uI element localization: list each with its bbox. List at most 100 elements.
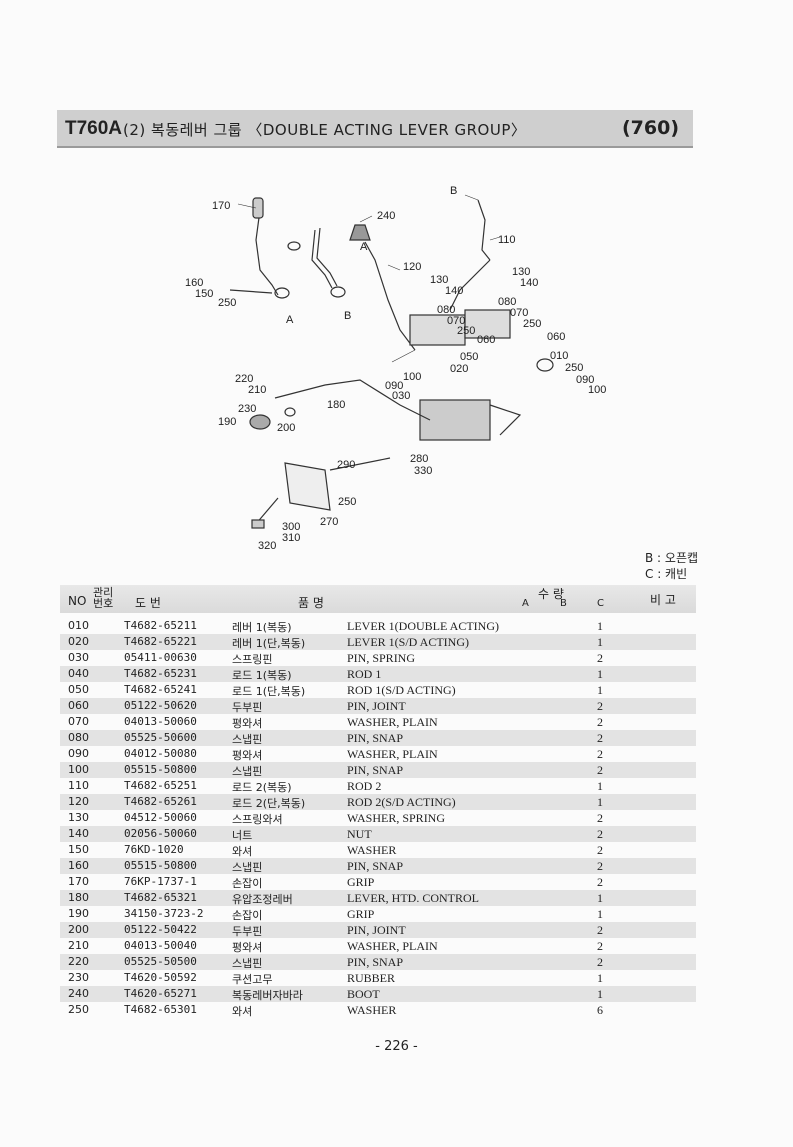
part-name-korean: 평와셔 (232, 749, 263, 762)
part-name-english: PIN, JOINT (347, 699, 406, 713)
part-code: T4682-65321 (124, 891, 197, 904)
quantity-c: 1 (597, 619, 603, 633)
part-name-korean: 와셔 (232, 845, 253, 858)
part-number-index: 150 (68, 843, 89, 856)
part-number-index: 060 (68, 699, 89, 712)
legend-c: C : 캐빈 (645, 567, 688, 581)
quantity-c: 1 (597, 635, 603, 649)
svg-text:080: 080 (437, 304, 455, 316)
part-name-korean: 평와셔 (232, 941, 263, 954)
part-name-korean: 손잡이 (232, 909, 263, 922)
grip-170 (252, 197, 264, 219)
header-no: NO (68, 594, 87, 608)
part-name-english: WASHER, PLAIN (347, 715, 438, 729)
part-name-korean: 레버 1(단,복동) (232, 637, 306, 650)
svg-text:250: 250 (457, 325, 475, 337)
part-name-korean: 평와셔 (232, 717, 263, 730)
part-name-english: GRIP (347, 907, 375, 921)
svg-text:160: 160 (185, 277, 203, 289)
quantity-c: 2 (597, 955, 603, 969)
quantity-c: 1 (597, 971, 603, 985)
svg-text:A: A (286, 314, 294, 326)
svg-text:070: 070 (510, 307, 528, 319)
quantity-c: 2 (597, 811, 603, 825)
part-number-index: 200 (68, 923, 89, 936)
part-number-index: 010 (68, 619, 89, 632)
part-code: 05122-50422 (124, 923, 197, 936)
part-name-english: NUT (347, 827, 372, 841)
svg-text:310: 310 (282, 532, 300, 544)
part-name-korean: 두부핀 (232, 925, 263, 938)
section-header: T760A (2) 복동레버 그룹 〈DOUBLE ACTING LEVER G… (57, 110, 693, 148)
svg-text:130: 130 (430, 274, 448, 286)
svg-text:140: 140 (445, 285, 463, 297)
part-code: 34150-3723-2 (124, 907, 204, 920)
part-code: 76KP-1737-1 (124, 875, 197, 888)
part-code: 05515-50800 (124, 763, 197, 776)
quantity-c: 2 (597, 843, 603, 857)
part-code: 04013-50040 (124, 939, 197, 952)
svg-text:250: 250 (565, 362, 583, 374)
part-name-korean: 스냅핀 (232, 861, 263, 874)
part-name-english: LEVER, HTD. CONTROL (347, 891, 479, 905)
part-name-english: GRIP (347, 875, 375, 889)
svg-text:060: 060 (547, 331, 565, 343)
part-name-english: WASHER (347, 843, 397, 857)
svg-text:070: 070 (447, 315, 465, 327)
lever-180 (274, 379, 431, 421)
quantity-c: 1 (597, 667, 603, 681)
quantity-c: 2 (597, 651, 603, 665)
part-name-korean: 로드 2(복동) (232, 781, 292, 794)
part-code: T4682-65231 (124, 667, 197, 680)
svg-text:100: 100 (588, 384, 606, 396)
quantity-c: 2 (597, 699, 603, 713)
quantity-c: 1 (597, 891, 603, 905)
part-number-index: 030 (68, 651, 89, 664)
quantity-c: 2 (597, 747, 603, 761)
part-name-korean: 두부핀 (232, 701, 263, 714)
block-1 (409, 314, 466, 346)
part-name-english: WASHER, PLAIN (347, 747, 438, 761)
quantity-c: 1 (597, 683, 603, 697)
part-code: 05525-50500 (124, 955, 197, 968)
part-number-index: 190 (68, 907, 89, 920)
part-number-index: 090 (68, 747, 89, 760)
quantity-c: 6 (597, 1003, 603, 1017)
part-number-index: 110 (68, 779, 89, 792)
model-code: T760A (65, 118, 123, 139)
part-name-english: PIN, SNAP (347, 859, 404, 873)
quantity-c: 2 (597, 923, 603, 937)
part-code: 02056-50060 (124, 827, 197, 840)
part-name-korean: 쿠션고무 (232, 973, 273, 986)
part-name-english: WASHER (347, 1003, 397, 1017)
rod-110 (477, 199, 491, 261)
quantity-c: 2 (597, 715, 603, 729)
svg-text:130: 130 (512, 266, 530, 278)
header-name: 품 명 (298, 596, 324, 610)
part-number-index: 250 (68, 1003, 89, 1016)
part-code: T4682-65241 (124, 683, 197, 696)
quantity-c: 2 (597, 731, 603, 745)
svg-text:020: 020 (450, 363, 468, 375)
exploded-parts-diagram: 170 160 150 250 A B 240 A 120 B 110 130 … (185, 185, 606, 552)
part-name-english: LEVER 1(DOUBLE ACTING) (347, 619, 499, 633)
svg-text:B: B (450, 185, 457, 197)
svg-text:B: B (344, 310, 351, 322)
control-valve (419, 399, 491, 441)
part-number-index: 120 (68, 795, 89, 808)
svg-text:140: 140 (520, 277, 538, 289)
legend-b: B : 오픈캡 (645, 551, 699, 565)
part-name-korean: 유압조정레버 (232, 893, 293, 906)
svg-text:330: 330 (414, 465, 432, 477)
header-qty-b: B (560, 598, 567, 609)
part-number-index: 130 (68, 811, 89, 824)
